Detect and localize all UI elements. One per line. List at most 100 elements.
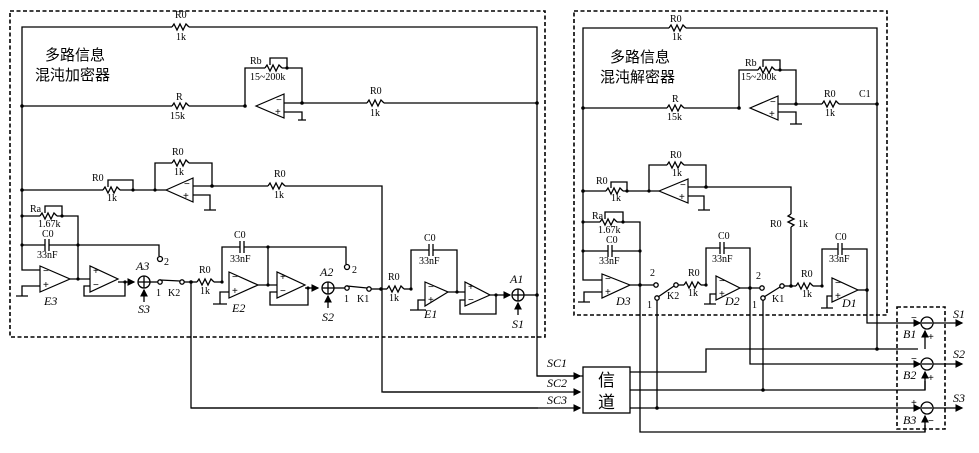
svg-text:15k: 15k <box>667 112 682 123</box>
svg-text:2: 2 <box>650 268 655 279</box>
svg-text:1k: 1k <box>370 108 380 119</box>
svg-text:1k: 1k <box>825 108 835 119</box>
svg-text:C0: C0 <box>606 235 618 246</box>
svg-text:R0: R0 <box>801 269 813 280</box>
svg-text:E1: E1 <box>423 307 437 321</box>
channel-input-sc2: SC2 <box>547 376 567 390</box>
svg-text:+: + <box>93 266 99 277</box>
encryptor-r0-top: R0 1k <box>21 10 538 190</box>
svg-text:R0: R0 <box>274 169 286 180</box>
channel-block: 信 道 SC1 SC2 SC3 <box>191 348 926 414</box>
svg-text:C0: C0 <box>234 230 246 241</box>
svg-text:+: + <box>911 398 917 409</box>
svg-text:R0: R0 <box>370 86 382 97</box>
svg-text:+: + <box>679 192 685 203</box>
svg-text:1k: 1k <box>274 190 284 201</box>
svg-text:1: 1 <box>752 300 757 311</box>
svg-text:1k: 1k <box>798 219 808 230</box>
svg-text:C0: C0 <box>718 231 730 242</box>
encryptor-e2-stage: R0 1k 2 C0 33nF − + + − E2 A2 S2 1 <box>191 230 383 324</box>
svg-text:A1: A1 <box>509 272 523 286</box>
opamp-inverting <box>254 93 285 119</box>
svg-text:1k: 1k <box>174 167 184 178</box>
svg-text:1k: 1k <box>611 193 621 204</box>
svg-text:S1: S1 <box>512 317 524 331</box>
svg-text:+: + <box>275 107 281 118</box>
svg-text:15k: 15k <box>170 111 185 122</box>
svg-text:1k: 1k <box>672 168 682 179</box>
svg-text:−: − <box>428 282 434 293</box>
svg-text:−: − <box>911 354 917 365</box>
svg-text:−: − <box>928 416 934 427</box>
svg-text:33nF: 33nF <box>230 254 251 265</box>
svg-text:−: − <box>184 179 190 190</box>
svg-text:+: + <box>835 291 841 302</box>
channel-input-sc1: SC1 <box>547 356 567 370</box>
svg-text:1k: 1k <box>389 293 399 304</box>
svg-text:K1: K1 <box>772 294 784 305</box>
svg-text:+: + <box>280 272 286 283</box>
encryptor-e3-stage: Ra 1.67k C0 33nF 2 − + + − E3 A3 S3 1 <box>16 190 538 409</box>
svg-text:R0: R0 <box>770 219 782 230</box>
svg-text:33nF: 33nF <box>829 254 850 265</box>
svg-text:S3: S3 <box>138 302 150 316</box>
decryptor-inverter-stage: R0 1k R0 1k − + R0 1k <box>581 150 808 286</box>
svg-text:Ra: Ra <box>30 204 42 215</box>
svg-text:−: − <box>93 280 99 291</box>
svg-text:−: − <box>43 266 49 277</box>
decryptor-title-line1: 多路信息 <box>610 48 670 66</box>
decryptor-d2-stage: R0 1k C0 33nF − + 2 D2 1 K1 <box>678 231 918 392</box>
svg-text:−: − <box>232 272 238 283</box>
svg-text:R: R <box>672 94 679 105</box>
svg-text:1k: 1k <box>802 289 812 300</box>
svg-text:R0: R0 <box>199 265 211 276</box>
svg-text:D1: D1 <box>841 296 857 310</box>
svg-text:R0: R0 <box>670 14 682 25</box>
svg-text:信: 信 <box>598 371 615 391</box>
svg-text:1: 1 <box>156 288 161 299</box>
svg-text:+: + <box>769 109 775 120</box>
svg-text:D3: D3 <box>615 294 631 308</box>
svg-text:15~200k: 15~200k <box>250 72 285 83</box>
output-s2: S2 <box>953 347 965 361</box>
svg-text:33nF: 33nF <box>419 256 440 267</box>
svg-text:1k: 1k <box>672 32 682 43</box>
svg-text:R0: R0 <box>596 176 608 187</box>
svg-text:+: + <box>605 287 611 298</box>
encryptor-boundary <box>9 10 546 338</box>
svg-text:+: + <box>232 286 238 297</box>
svg-text:K1: K1 <box>357 294 369 305</box>
svg-text:B1: B1 <box>903 327 916 341</box>
svg-text:C0: C0 <box>42 229 54 240</box>
svg-text:33nF: 33nF <box>712 254 733 265</box>
svg-text:−: − <box>468 295 474 306</box>
svg-text:K2: K2 <box>168 288 180 299</box>
encryptor-gain-stage: R 15k Rb 15~200k − + R0 1k <box>20 56 539 295</box>
svg-text:R0: R0 <box>388 272 400 283</box>
svg-text:+: + <box>428 295 434 306</box>
subtractor-b2: − + B2 S2 <box>903 347 965 390</box>
svg-text:−: − <box>680 180 686 191</box>
svg-text:C0: C0 <box>424 233 436 244</box>
svg-text:R: R <box>176 92 183 103</box>
svg-text:R0: R0 <box>92 173 104 184</box>
output-s1: S1 <box>953 307 965 321</box>
svg-text:Rb: Rb <box>745 58 757 69</box>
encryptor-title-line1: 多路信息 <box>45 46 105 64</box>
svg-text:A2: A2 <box>319 265 333 279</box>
svg-text:+: + <box>719 289 725 300</box>
svg-text:2: 2 <box>756 271 761 282</box>
svg-text:−: − <box>835 278 841 289</box>
svg-text:+: + <box>928 373 934 384</box>
encryptor-title-line2: 混沌加密器 <box>35 66 110 84</box>
svg-text:R0: R0 <box>688 268 700 279</box>
decryptor-d3-stage: Ra 1.67k C0 33nF − + 2 D3 1 K2 <box>578 191 926 433</box>
subtractor-b1: − + B1 S1 <box>903 307 965 349</box>
svg-text:2: 2 <box>352 265 357 276</box>
encryptor-e1-stage: R0 1k C0 33nF − + + − E1 A1 S1 <box>382 233 590 377</box>
svg-text:15~200k: 15~200k <box>741 72 776 83</box>
svg-text:−: − <box>719 276 725 287</box>
svg-text:E3: E3 <box>43 294 57 308</box>
